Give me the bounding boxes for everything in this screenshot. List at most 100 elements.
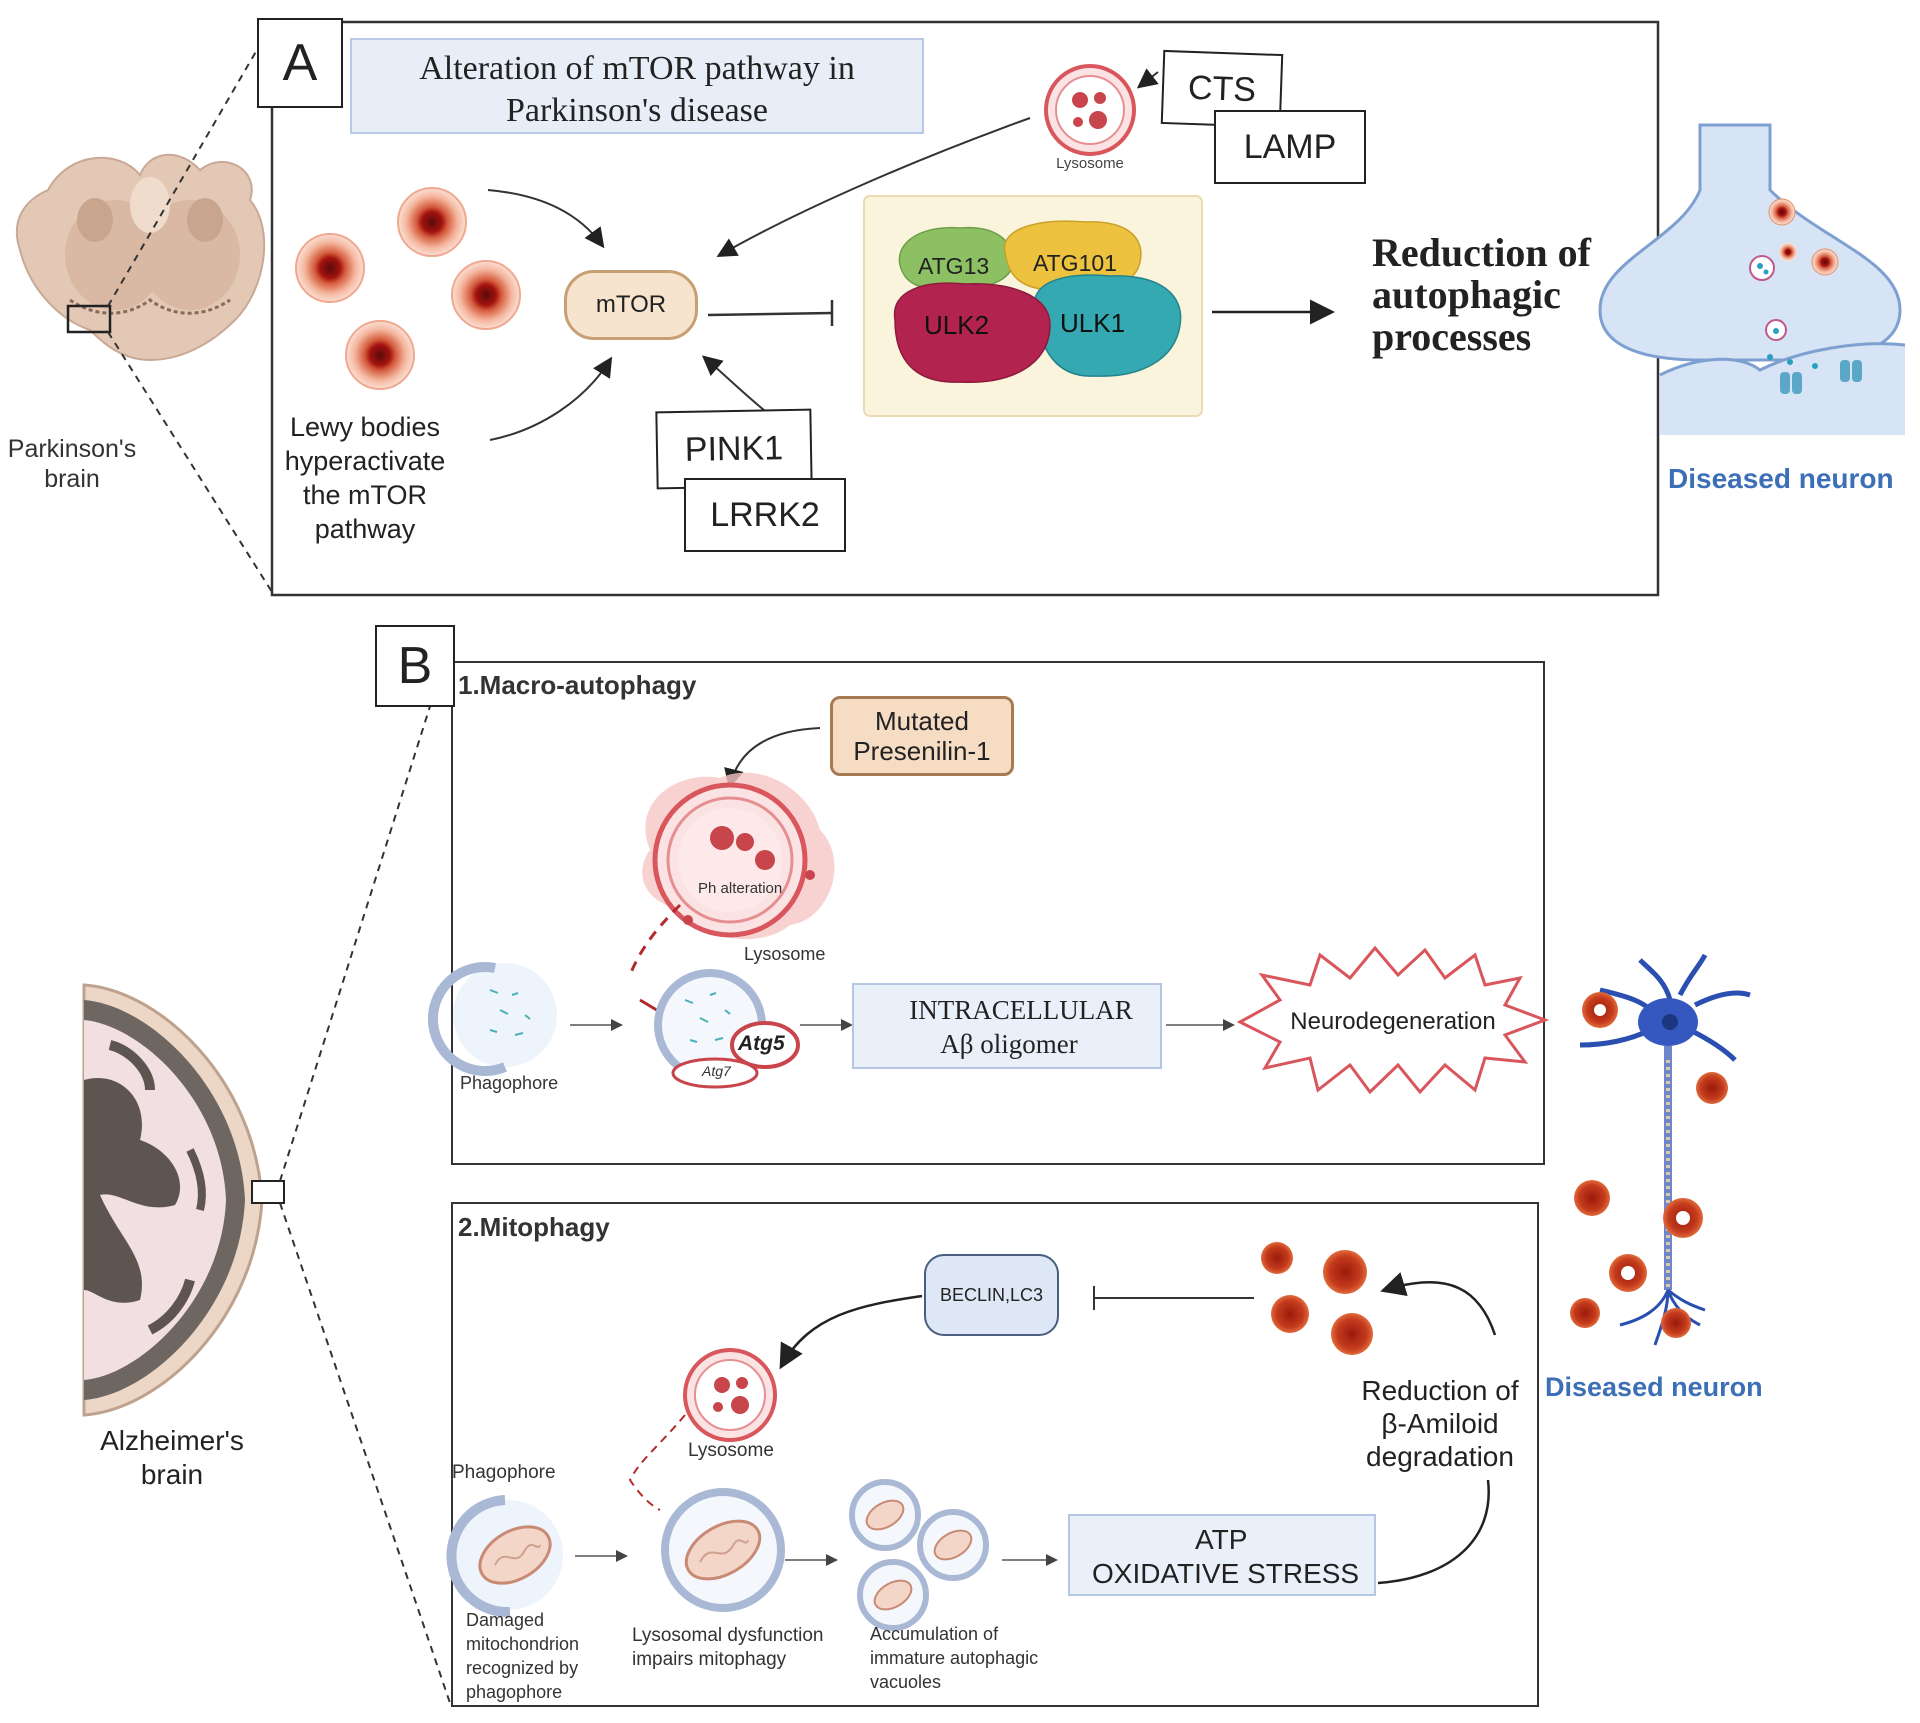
reduction-line2: β-Amiloid — [1381, 1408, 1499, 1439]
alzheimers-brain-line2: brain — [140, 1459, 204, 1490]
macro-phagophore-label: Phagophore — [460, 1073, 559, 1093]
intracellular-box: INTRACELLULAR Aβ oligomer — [852, 983, 1162, 1069]
arrow-presenilin-to-lysosome — [724, 727, 821, 789]
diseased-neuron-b-label: Diseased neuron — [1545, 1372, 1763, 1402]
atp-oxidative-box: ATP OXIDATIVE STRESS — [1068, 1514, 1376, 1596]
result-line3: processes — [1372, 314, 1532, 359]
parkinsons-brain-caption: Parkinson's brain — [2, 434, 142, 494]
panel-a-title: Alteration of mTOR pathway in Parkinson'… — [350, 38, 924, 134]
amyloid-aggregates — [1261, 1242, 1373, 1355]
synapse-illustration — [1598, 123, 1906, 435]
reduction-amyloid-caption: Reduction of β-Amiloid degradation — [1340, 1374, 1540, 1473]
result-text: Reduction of autophagic processes — [1372, 232, 1591, 358]
atg13-label: ATG13 — [918, 253, 990, 279]
presenilin-line2: Presenilin-1 — [853, 736, 991, 766]
damaged-line2: mitochondrion — [466, 1634, 580, 1654]
accum-line1: Accumulation of — [870, 1624, 999, 1644]
lewy-bodies-caption: Lewy bodies hyperactivate the mTOR pathw… — [270, 410, 460, 546]
dashed-inhibition-mito — [628, 1414, 686, 1511]
oligomer-label: Aβ oligomer — [940, 1029, 1078, 1059]
damaged-line4: phagophore — [466, 1682, 563, 1702]
atg101-label: ATG101 — [1033, 250, 1117, 276]
mito-autophagosome-icon — [661, 1488, 785, 1612]
beclin-label: BECLIN,LC3 — [939, 1284, 1044, 1305]
cts-label: CTS — [1187, 68, 1257, 109]
arrow-lysosome-to-mtor — [716, 117, 1031, 257]
panel-b-letter-text: B — [397, 637, 433, 695]
ulk2-label: ULK2 — [924, 310, 990, 340]
presenilin-node: Mutated Presenilin-1 — [830, 696, 1014, 776]
lewy-bodies — [295, 187, 521, 390]
diseased-neuron-b-illustration — [1570, 953, 1751, 1346]
result-line2: autophagic — [1372, 272, 1561, 317]
reduction-line3: degradation — [1366, 1441, 1514, 1472]
beclin-node: BECLIN,LC3 — [924, 1254, 1059, 1336]
macro-autophagosome-icon — [654, 969, 800, 1089]
panel-a-title-line2: Parkinson's disease — [505, 92, 769, 129]
macro-lysosome-label: Lysosome — [744, 944, 826, 964]
dashed-inhibition-macro — [628, 903, 682, 976]
immature-vacuoles — [849, 1479, 989, 1631]
lyso-dys-line1: Lysosomal dysfunction — [632, 1625, 824, 1646]
macro-lysosome-icon — [642, 772, 835, 940]
oxidative-stress-label: OXIDATIVE STRESS — [1092, 1558, 1360, 1589]
parkinsons-brain-line1: Parkinson's — [7, 435, 137, 463]
accumulation-caption: Accumulation of immature autophagic vacu… — [870, 1622, 1038, 1694]
arrow-reduction-to-amyloid — [1380, 1272, 1497, 1336]
lyso-dys-line2: impairs mitophagy — [632, 1649, 787, 1670]
mito-lysosome-icon — [683, 1348, 777, 1442]
atg7-label: Atg7 — [702, 1063, 731, 1079]
lewy-line3: the mTOR — [302, 480, 428, 510]
ph-alteration-label: Ph alteration — [698, 880, 783, 897]
alzheimers-brain-caption: Alzheimer's brain — [72, 1424, 272, 1492]
mtor-label: mTOR — [595, 291, 667, 318]
mitophagy-title: 2.Mitophagy — [458, 1212, 610, 1242]
ulk1-label: ULK1 — [1060, 308, 1126, 338]
lewy-line4: pathway — [314, 514, 416, 544]
lysosome-a-label: Lysosome — [1056, 155, 1124, 172]
result-line1: Reduction of — [1372, 230, 1591, 275]
neurodegeneration-label: Neurodegeneration — [1290, 1008, 1496, 1035]
accum-line3: vacuoles — [870, 1672, 942, 1692]
inhibit-mtor-complex — [707, 311, 833, 317]
arrow-beclin-to-lysosome — [779, 1294, 923, 1370]
pink1-label: PINK1 — [684, 428, 784, 469]
mito-lysosome-label: Lysosome — [688, 1440, 774, 1461]
lrrk2-label: LRRK2 — [710, 495, 820, 534]
damaged-mito-caption: Damaged mitochondrion recognized by phag… — [466, 1608, 579, 1704]
macro-autophagy-title: 1.Macro-autophagy — [458, 670, 697, 700]
parkinsons-brain-illustration — [15, 153, 266, 362]
damaged-line3: recognized by — [466, 1658, 579, 1678]
lamp-label: LAMP — [1243, 127, 1337, 166]
lewy-line2: hyperactivate — [284, 446, 446, 476]
accum-line2: immature autophagic — [870, 1648, 1039, 1668]
presenilin-line1: Mutated — [875, 706, 969, 736]
alzheimers-brain-illustration — [82, 983, 285, 1417]
arrow-lewy-to-mtor-lower — [489, 356, 613, 441]
panel-a-letter: A — [257, 18, 343, 108]
lewy-line1: Lewy bodies — [289, 412, 441, 442]
intracellular-label: INTRACELLULAR — [909, 995, 1133, 1025]
alzheimers-brain-line1: Alzheimer's — [100, 1425, 244, 1456]
reduction-line1: Reduction of — [1361, 1375, 1519, 1406]
damaged-line1: Damaged — [466, 1610, 545, 1630]
ulk-complex — [893, 220, 1182, 384]
mito-phagophore-label: Phagophore — [452, 1462, 556, 1483]
diseased-neuron-a-label: Diseased neuron — [1668, 463, 1894, 494]
panel-a-title-line1: Alteration of mTOR pathway in — [419, 50, 855, 87]
mtor-node: mTOR — [564, 270, 698, 340]
lrrk2-box: LRRK2 — [684, 478, 846, 552]
lamp-box: LAMP — [1214, 110, 1366, 184]
panel-a-letter-text: A — [282, 34, 318, 92]
lysosomal-dysfunction-caption: Lysosomal dysfunction impairs mitophagy — [632, 1624, 824, 1672]
neurodegeneration-burst — [1236, 945, 1550, 1095]
macro-phagophore-icon — [428, 962, 557, 1076]
arrow-lewy-to-mtor-upper — [487, 189, 605, 249]
panel-b-letter: B — [375, 625, 455, 707]
mito-phagophore-icon — [446, 1495, 563, 1618]
atg5-label: Atg5 — [738, 1032, 785, 1055]
arrow-cts-to-lysosome — [1136, 68, 1159, 89]
curve-atp-to-reduction — [1377, 1479, 1490, 1585]
parkinsons-brain-line2: brain — [44, 465, 100, 493]
